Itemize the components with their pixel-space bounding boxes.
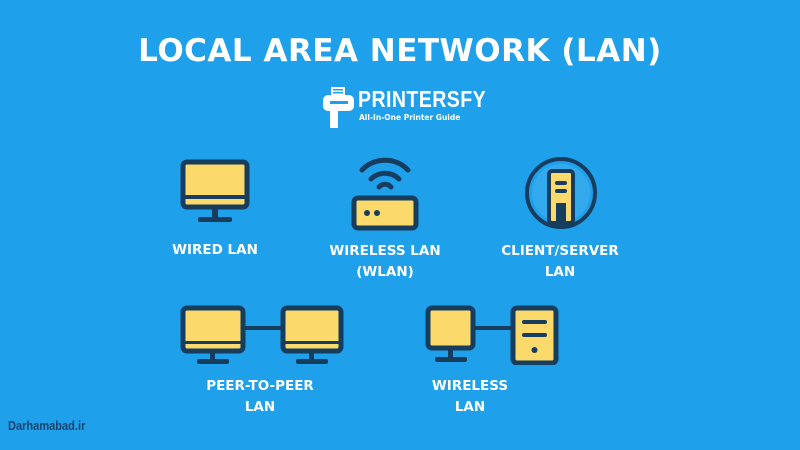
logo-tagline: All-In-One Printer Guide	[359, 113, 461, 122]
monitor-server-linked-icon	[425, 305, 559, 365]
item-client-server-lan: CLIENT/SERVER LAN	[490, 150, 640, 285]
label-wired-lan: WIRED LAN	[172, 242, 258, 258]
label-wireless-lan-wlan: WIRELESS LAN (WLAN)	[329, 243, 441, 280]
item-wireless-lan: WIRELESS LAN	[410, 295, 580, 425]
watermark: Darhamabad.ir	[8, 418, 86, 433]
wifi-router-icon	[351, 157, 419, 231]
label-peer-to-peer-lan: PEER-TO-PEER LAN	[206, 378, 314, 415]
logo-name: PRINTERSFY	[358, 86, 487, 112]
server-icon	[525, 157, 597, 229]
two-monitors-linked-icon	[180, 305, 344, 364]
printer-icon	[323, 87, 354, 128]
label-client-server-lan: CLIENT/SERVER LAN	[501, 243, 619, 280]
page-title: LOCAL AREA NETWORK (LAN)	[138, 33, 662, 69]
item-peer-to-peer-lan: PEER-TO-PEER LAN	[170, 295, 360, 425]
brand-logo: PRINTERSFY All-In-One Printer Guide	[322, 86, 486, 132]
monitor-icon	[180, 159, 250, 222]
label-wireless-lan: WIRELESS LAN	[431, 378, 509, 415]
item-wired-lan: WIRED LAN	[150, 150, 310, 270]
item-wireless-lan-wlan: WIRELESS LAN (WLAN)	[320, 150, 470, 285]
